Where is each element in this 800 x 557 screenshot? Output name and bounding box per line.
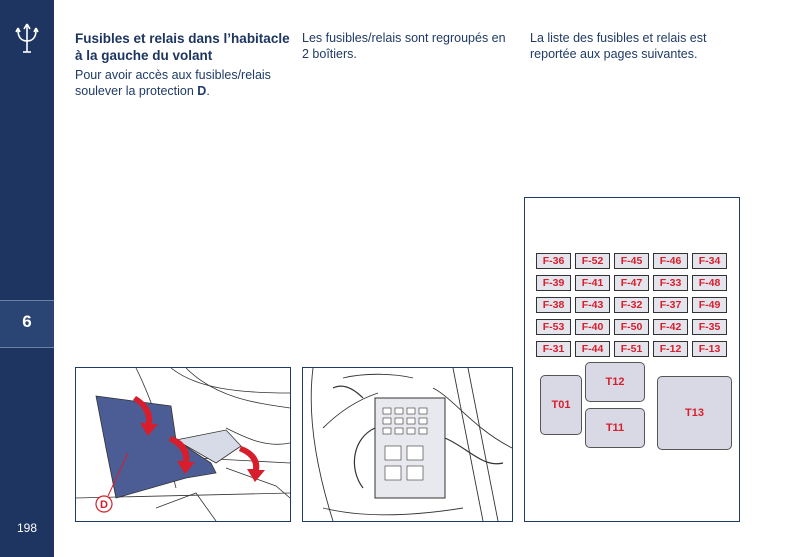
fuse-label: F-44 bbox=[575, 341, 610, 357]
column-1: Fusibles et relais dans l’habitacle à la… bbox=[75, 30, 290, 99]
chapter-number: 6 bbox=[22, 312, 32, 331]
fuse-label: F-34 bbox=[692, 253, 727, 269]
relay-t01: T01 bbox=[540, 375, 582, 435]
intro-paragraph: Pour avoir accès aux fusibles/relais sou… bbox=[75, 67, 290, 99]
relay-t13: T13 bbox=[657, 376, 732, 450]
fuse-label: F-36 bbox=[536, 253, 571, 269]
fuse-label: F-47 bbox=[614, 275, 649, 291]
relay-t11: T11 bbox=[585, 408, 645, 448]
fuse-label: F-48 bbox=[692, 275, 727, 291]
fuse-label: F-52 bbox=[575, 253, 610, 269]
fuse-label: F-37 bbox=[653, 297, 688, 313]
panel-removal-drawing: D bbox=[76, 368, 290, 521]
fuse-label: F-39 bbox=[536, 275, 571, 291]
trident-logo-icon bbox=[15, 23, 39, 53]
fuse-label: F-46 bbox=[653, 253, 688, 269]
intro-text: Pour avoir accès aux fusibles/relais sou… bbox=[75, 68, 271, 98]
fuse-label: F-40 bbox=[575, 319, 610, 335]
fuse-label: F-12 bbox=[653, 341, 688, 357]
fuse-label: F-53 bbox=[536, 319, 571, 335]
fuse-box-location-illustration bbox=[302, 367, 513, 522]
fuse-label: F-31 bbox=[536, 341, 571, 357]
panel-removal-illustration: D bbox=[75, 367, 291, 522]
fuse-label: F-43 bbox=[575, 297, 610, 313]
chapter-tab[interactable] bbox=[0, 300, 54, 348]
relay-t12: T12 bbox=[585, 362, 645, 402]
fuse-label: F-49 bbox=[692, 297, 727, 313]
intro-bold-letter: D bbox=[197, 84, 207, 98]
section-title: Fusibles et relais dans l’habitacle à la… bbox=[75, 31, 290, 63]
fuse-label: F-51 bbox=[614, 341, 649, 357]
fuse-label: F-33 bbox=[653, 275, 688, 291]
fuse-label: F-41 bbox=[575, 275, 610, 291]
fuse-label: F-35 bbox=[692, 319, 727, 335]
page-number: 198 bbox=[16, 521, 38, 535]
fuse-label: F-32 bbox=[614, 297, 649, 313]
fuse-label: F-13 bbox=[692, 341, 727, 357]
column-3-text: La liste des fusibles et relais est repo… bbox=[530, 31, 707, 61]
sidebar bbox=[0, 0, 54, 557]
callout-d: D bbox=[100, 499, 108, 511]
fuse-label: F-45 bbox=[614, 253, 649, 269]
fuse-label: F-38 bbox=[536, 297, 571, 313]
intro-suffix: . bbox=[206, 84, 210, 98]
fuse-box-location-drawing bbox=[310, 368, 512, 521]
column-2-text: Les fusibles/relais sont regroupés en 2 … bbox=[302, 31, 506, 61]
fuse-label: F-50 bbox=[614, 319, 649, 335]
fuse-label: F-42 bbox=[653, 319, 688, 335]
